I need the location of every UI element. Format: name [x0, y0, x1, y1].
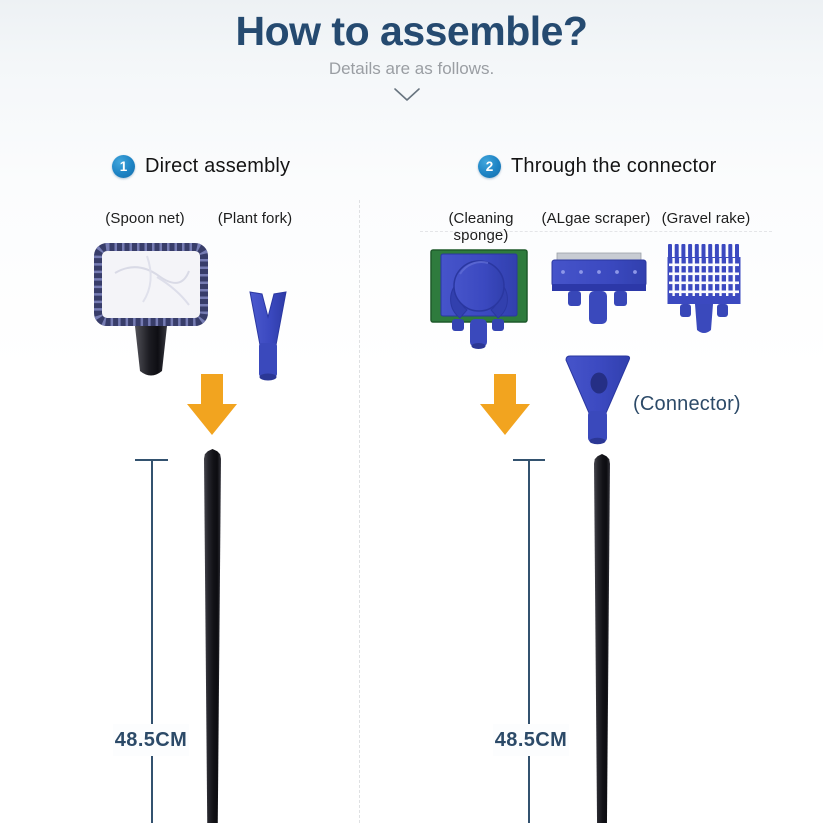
algae-scraper-label: (ALgae scraper): [541, 210, 651, 227]
step-1-title: Direct assembly: [145, 155, 291, 177]
photo-edge-dashed-line: [420, 231, 772, 232]
gravel-rake-image: [667, 244, 741, 333]
step-1-number: 1: [119, 159, 128, 174]
spoon-net-image: [94, 243, 208, 376]
step-2-number: 2: [485, 159, 494, 174]
column-divider-dashed-line: [359, 200, 360, 823]
section-direct-assembly-header: 1 Direct assembly: [112, 155, 290, 178]
chevron-down-icon: [394, 88, 420, 101]
cleaning-sponge-image: [430, 249, 528, 349]
section-through-connector-header: 2 Through the connector: [478, 155, 716, 178]
plant-fork-image: [249, 291, 287, 381]
down-arrow-icon: [480, 374, 530, 435]
plant-fork-label: (Plant fork): [217, 210, 293, 227]
telescopic-pole-image: [594, 454, 610, 823]
spoon-net-label: (Spoon net): [105, 210, 185, 227]
gravel-rake-label: (Gravel rake): [661, 210, 751, 227]
pole-length-label: 48.5CM: [101, 724, 201, 756]
cleaning-sponge-label: (Cleaning sponge): [448, 210, 514, 244]
step-2-badge: 2: [478, 155, 501, 178]
step-2-title: Through the connector: [511, 155, 717, 177]
pole-length-label: 48.5CM: [481, 724, 581, 756]
page-title: How to assemble?: [235, 8, 588, 54]
measure-vertical-line: [151, 459, 153, 823]
telescopic-pole-image: [204, 449, 221, 823]
algae-scraper-image: [551, 252, 647, 324]
step-1-badge: 1: [112, 155, 135, 178]
down-arrow-icon: [187, 374, 237, 435]
connector-image: [565, 355, 631, 445]
measure-vertical-line: [528, 459, 530, 823]
connector-label: (Connector): [633, 393, 741, 415]
page-subtitle: Details are as follows.: [328, 59, 495, 78]
